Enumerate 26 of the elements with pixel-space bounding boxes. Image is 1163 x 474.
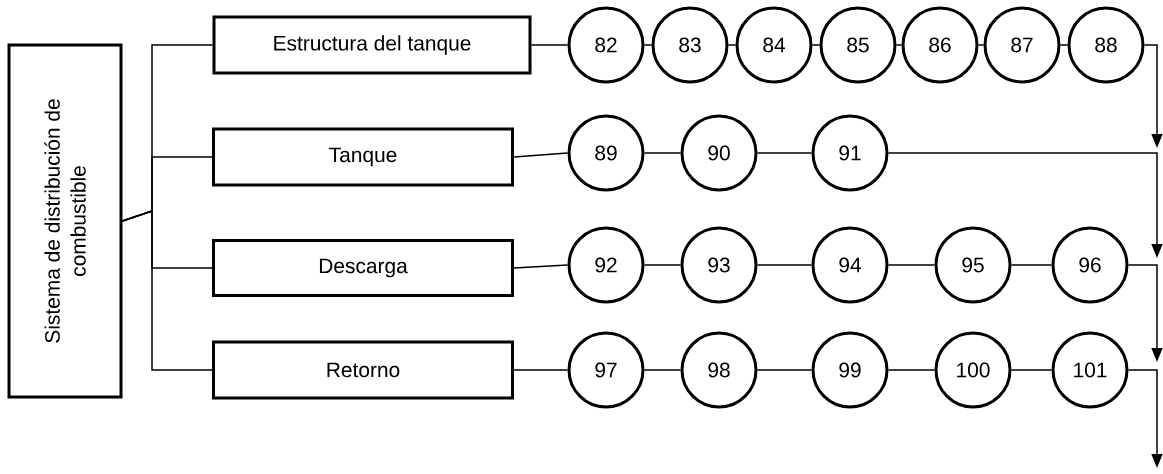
connector bbox=[756, 264, 813, 266]
connector bbox=[727, 44, 737, 46]
category-box: Retorno bbox=[212, 340, 514, 400]
system-box: Sistema de distribución de combustible bbox=[7, 43, 123, 399]
connector bbox=[643, 264, 682, 266]
connector bbox=[895, 44, 903, 46]
connector bbox=[756, 152, 813, 154]
connector bbox=[756, 369, 813, 371]
connector bbox=[887, 369, 936, 371]
category-box: Estructura del tanque bbox=[212, 15, 532, 75]
connector bbox=[513, 264, 569, 269]
connector bbox=[530, 44, 569, 46]
connector bbox=[1059, 44, 1069, 46]
category-box: Tanque bbox=[212, 127, 514, 187]
connector bbox=[121, 209, 213, 371]
connector bbox=[643, 44, 653, 46]
connector bbox=[643, 369, 682, 371]
connector bbox=[643, 152, 682, 154]
connector bbox=[1010, 369, 1053, 371]
connector bbox=[513, 152, 569, 158]
connector bbox=[887, 264, 936, 266]
category-box: Descarga bbox=[212, 239, 514, 297]
connector bbox=[1010, 264, 1053, 266]
connector bbox=[811, 44, 821, 46]
connector bbox=[977, 44, 985, 46]
connector bbox=[513, 369, 569, 371]
